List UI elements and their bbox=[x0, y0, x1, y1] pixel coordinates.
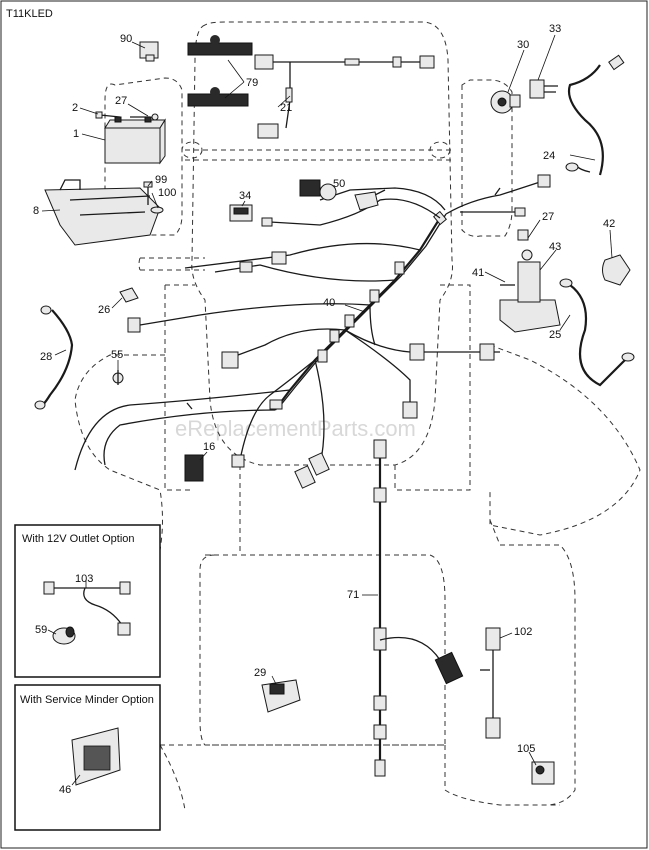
part-25-cable bbox=[559, 278, 635, 387]
callout-105: 105 bbox=[517, 743, 535, 755]
callout-41: 41 bbox=[472, 267, 484, 279]
part-28-cable bbox=[34, 305, 74, 410]
part-34-switch bbox=[229, 204, 253, 222]
part-26-fuse bbox=[119, 287, 139, 303]
inset-minder-title: With Service Minder Option bbox=[20, 694, 154, 706]
callout-43: 43 bbox=[549, 241, 561, 253]
callout-1: 1 bbox=[73, 128, 79, 140]
callout-2: 2 bbox=[72, 102, 78, 114]
callout-42: 42 bbox=[603, 218, 615, 230]
callout-26: 26 bbox=[98, 304, 110, 316]
callout-16: 16 bbox=[203, 441, 215, 453]
part-55-bolt bbox=[112, 370, 124, 385]
part-102-interlock bbox=[480, 627, 501, 739]
callout-labels: 90 79 21 2 27 1 8 99 100 34 50 30 33 24 … bbox=[33, 23, 615, 796]
callout-34: 34 bbox=[239, 190, 251, 202]
part-90-connector bbox=[139, 41, 159, 62]
callout-27-solenoid: 27 bbox=[542, 211, 554, 223]
callout-90: 90 bbox=[120, 33, 132, 45]
callout-28: 28 bbox=[40, 351, 52, 363]
inset-service-minder: With Service Minder Option bbox=[14, 684, 161, 831]
callout-29: 29 bbox=[254, 667, 266, 679]
part-8-battery-tray bbox=[44, 179, 161, 246]
callout-71: 71 bbox=[347, 589, 359, 601]
callout-27-battery: 27 bbox=[115, 95, 127, 107]
part-50-relay bbox=[299, 179, 379, 211]
part-79-switch-plate bbox=[187, 35, 253, 107]
part-30-ignition-switch bbox=[490, 90, 521, 114]
callout-102: 102 bbox=[514, 626, 532, 638]
inset-outlet-title: With 12V Outlet Option bbox=[22, 533, 135, 545]
callout-46: 46 bbox=[59, 784, 71, 796]
callout-8: 8 bbox=[33, 205, 39, 217]
model-code: T11KLED bbox=[6, 8, 53, 20]
callout-55: 55 bbox=[111, 349, 123, 361]
inset-12v-outlet: With 12V Outlet Option bbox=[14, 524, 161, 678]
part-99-100-hardware bbox=[143, 181, 164, 214]
watermark: eReplacementParts.com bbox=[175, 416, 416, 441]
part-71-harness bbox=[373, 439, 464, 777]
part-105-switch bbox=[531, 761, 555, 785]
part-2-bolt bbox=[95, 111, 159, 121]
main-harness bbox=[74, 174, 551, 489]
callout-79: 79 bbox=[246, 77, 258, 89]
callout-100: 100 bbox=[158, 187, 176, 199]
part-43-solenoid bbox=[499, 229, 561, 333]
callout-103: 103 bbox=[75, 573, 93, 585]
part-16-switch bbox=[184, 454, 204, 482]
callout-24: 24 bbox=[543, 150, 555, 162]
leader-lines bbox=[41, 34, 613, 786]
callout-99: 99 bbox=[155, 174, 167, 186]
dash-harness bbox=[254, 54, 435, 139]
callout-25: 25 bbox=[549, 329, 561, 341]
part-29-seat-switch bbox=[261, 679, 301, 713]
callout-21: 21 bbox=[280, 102, 292, 114]
callout-59: 59 bbox=[35, 624, 47, 636]
callout-30: 30 bbox=[517, 39, 529, 51]
part-1-battery bbox=[104, 116, 166, 165]
part-33-module bbox=[529, 79, 558, 99]
callout-33: 33 bbox=[549, 23, 561, 35]
callout-50: 50 bbox=[333, 178, 345, 190]
part-24-cable bbox=[565, 54, 625, 176]
part-42-terminal-boot bbox=[602, 254, 631, 286]
callout-40: 40 bbox=[323, 297, 335, 309]
